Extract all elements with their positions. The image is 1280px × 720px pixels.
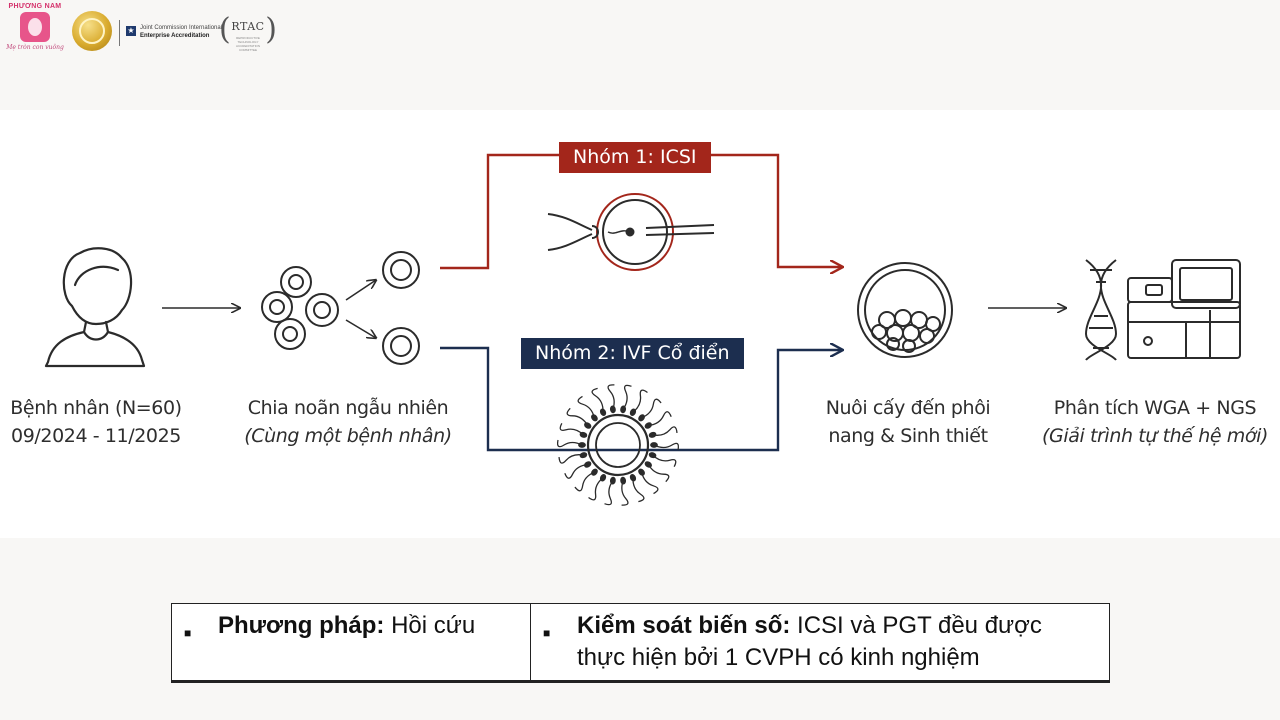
variable-control-text: Kiểm soát biến số: ICSI và PGT đều được … (577, 610, 1042, 674)
step-randomize-title: Chia noãn ngẫu nhiên (247, 397, 449, 419)
rtac-name: RTAC (231, 20, 265, 33)
icsi-injection-icon (547, 193, 715, 271)
method-table: ■ Phương pháp: Hồi cứu ■ Kiểm soát biến … (171, 603, 1110, 683)
patient-icon (44, 247, 146, 368)
logo-divider (119, 20, 120, 46)
bullet-icon: ■ (543, 626, 551, 640)
dna-icon (1084, 259, 1118, 361)
variable-control-value-line2: thực hiện bởi 1 CVPH có kinh nghiệm (577, 644, 980, 671)
sequencer-icon (1127, 259, 1241, 359)
star-icon: ★ (126, 26, 136, 36)
variable-control-cell: ■ Kiểm soát biến số: ICSI và PGT đều đượ… (531, 604, 1109, 680)
method-label: Phương pháp: (218, 612, 385, 639)
blastocyst-icon (857, 262, 953, 358)
brand-tagline: Mẹ tròn con vuông (6, 44, 64, 51)
group1-label: Nhóm 1: ICSI (559, 142, 711, 173)
arrow-split-down (345, 319, 376, 338)
method-text: Phương pháp: Hồi cứu (218, 610, 475, 642)
step-culture-label: Nuôi cấy đến phôi nang & Sinh thiết (815, 394, 1001, 450)
step-patient-label: Bệnh nhân (N=60) 09/2024 - 11/2025 (0, 394, 192, 450)
method-value: Hồi cứu (391, 612, 476, 639)
variable-control-value-line1: ICSI và PGT đều được (797, 612, 1042, 639)
step-culture-subtitle: nang & Sinh thiết (828, 425, 988, 447)
jci-accreditation-label: Enterprise Accreditation (140, 33, 210, 39)
step-randomize-subtitle: (Cùng một bệnh nhân) (244, 425, 452, 447)
jci-gold-seal-icon (72, 11, 112, 51)
jci-accreditation: Joint Commission International Enterpris… (140, 24, 222, 40)
oocytes-icon (261, 251, 420, 365)
rtac-logo: ( RTAC REPRODUCTIVE TECHNOLOGY ACCREDITA… (219, 12, 277, 52)
step-analysis-title: Phân tích WGA + NGS (1053, 397, 1257, 419)
step-patient-title: Bệnh nhân (N=60) (10, 397, 182, 419)
rtac-subtitle: REPRODUCTIVE TECHNOLOGY ACCREDITATION CO… (235, 36, 261, 52)
jci-org-name: Joint Commission International (140, 25, 223, 31)
arrow-split-up (345, 280, 376, 301)
bullet-icon: ■ (184, 626, 192, 640)
step-patient-subtitle: 09/2024 - 11/2025 (11, 425, 181, 447)
variable-control-label: Kiểm soát biến số: (577, 612, 791, 639)
step-randomize-label: Chia noãn ngẫu nhiên (Cùng một bệnh nhân… (228, 394, 468, 450)
step-analysis-subtitle: (Giải trình tự thế hệ mới) (1042, 425, 1268, 447)
step-culture-title: Nuôi cấy đến phôi (825, 397, 991, 419)
workflow-diagram: Nhóm 1: ICSI Nhóm 2: IVF Cổ điển Bệnh nh… (0, 110, 1280, 538)
logo-bar: PHƯƠNG NAM Mẹ tròn con vuông ★ Joint Com… (0, 0, 1280, 64)
ivf-conventional-icon (556, 384, 680, 506)
brand-name: PHƯƠNG NAM (8, 3, 62, 10)
method-cell: ■ Phương pháp: Hồi cứu (172, 604, 531, 680)
ivf-path (440, 348, 842, 452)
group2-label: Nhóm 2: IVF Cổ điển (521, 338, 744, 369)
mother-baby-icon (20, 12, 50, 42)
phuong-nam-logo: PHƯƠNG NAM Mẹ tròn con vuông (4, 2, 66, 60)
step-analysis-label: Phân tích WGA + NGS (Giải trình tự thế h… (1030, 394, 1280, 450)
workflow-graphics (44, 153, 1241, 506)
